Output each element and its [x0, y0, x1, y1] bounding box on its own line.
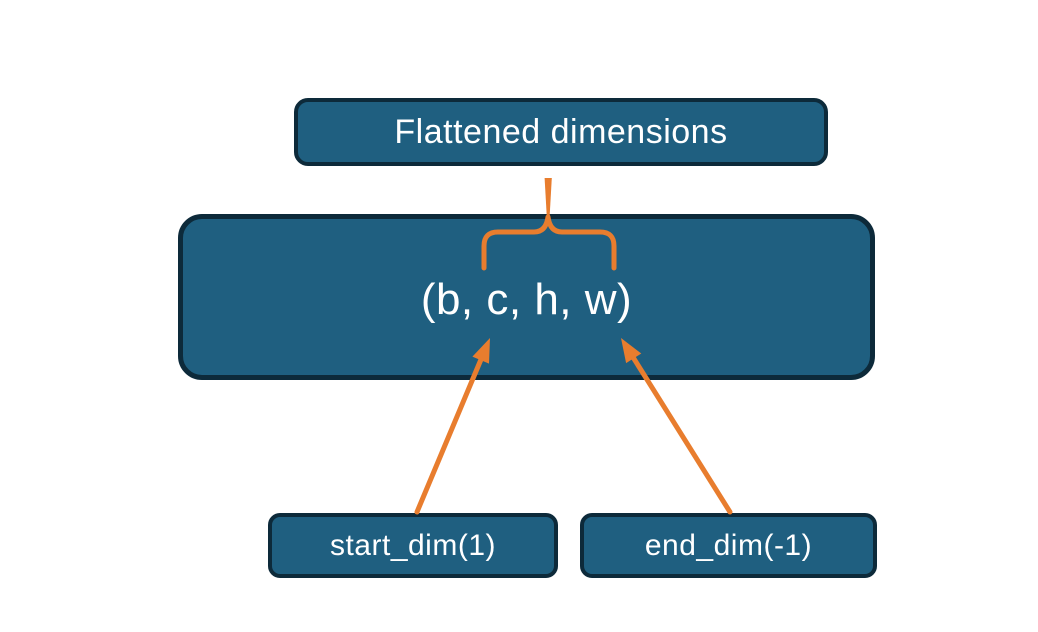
node-flattened-dimensions-label: Flattened dimensions [394, 113, 728, 151]
arrow-end-dim-line [631, 355, 733, 515]
arrow-start-dim-line [414, 357, 484, 515]
node-end-dim-label: end_dim(-1) [644, 528, 813, 562]
node-start-dim-label: start_dim(1) [329, 528, 497, 562]
node-tensor-shape: (b, c, h, w) [178, 214, 875, 380]
brace-stem [544, 178, 552, 217]
node-flattened-dimensions: Flattened dimensions [294, 98, 828, 166]
node-end-dim: end_dim(-1) [580, 513, 877, 578]
node-start-dim: start_dim(1) [268, 513, 558, 578]
node-tensor-shape-label: (b, c, h, w) [420, 275, 633, 324]
